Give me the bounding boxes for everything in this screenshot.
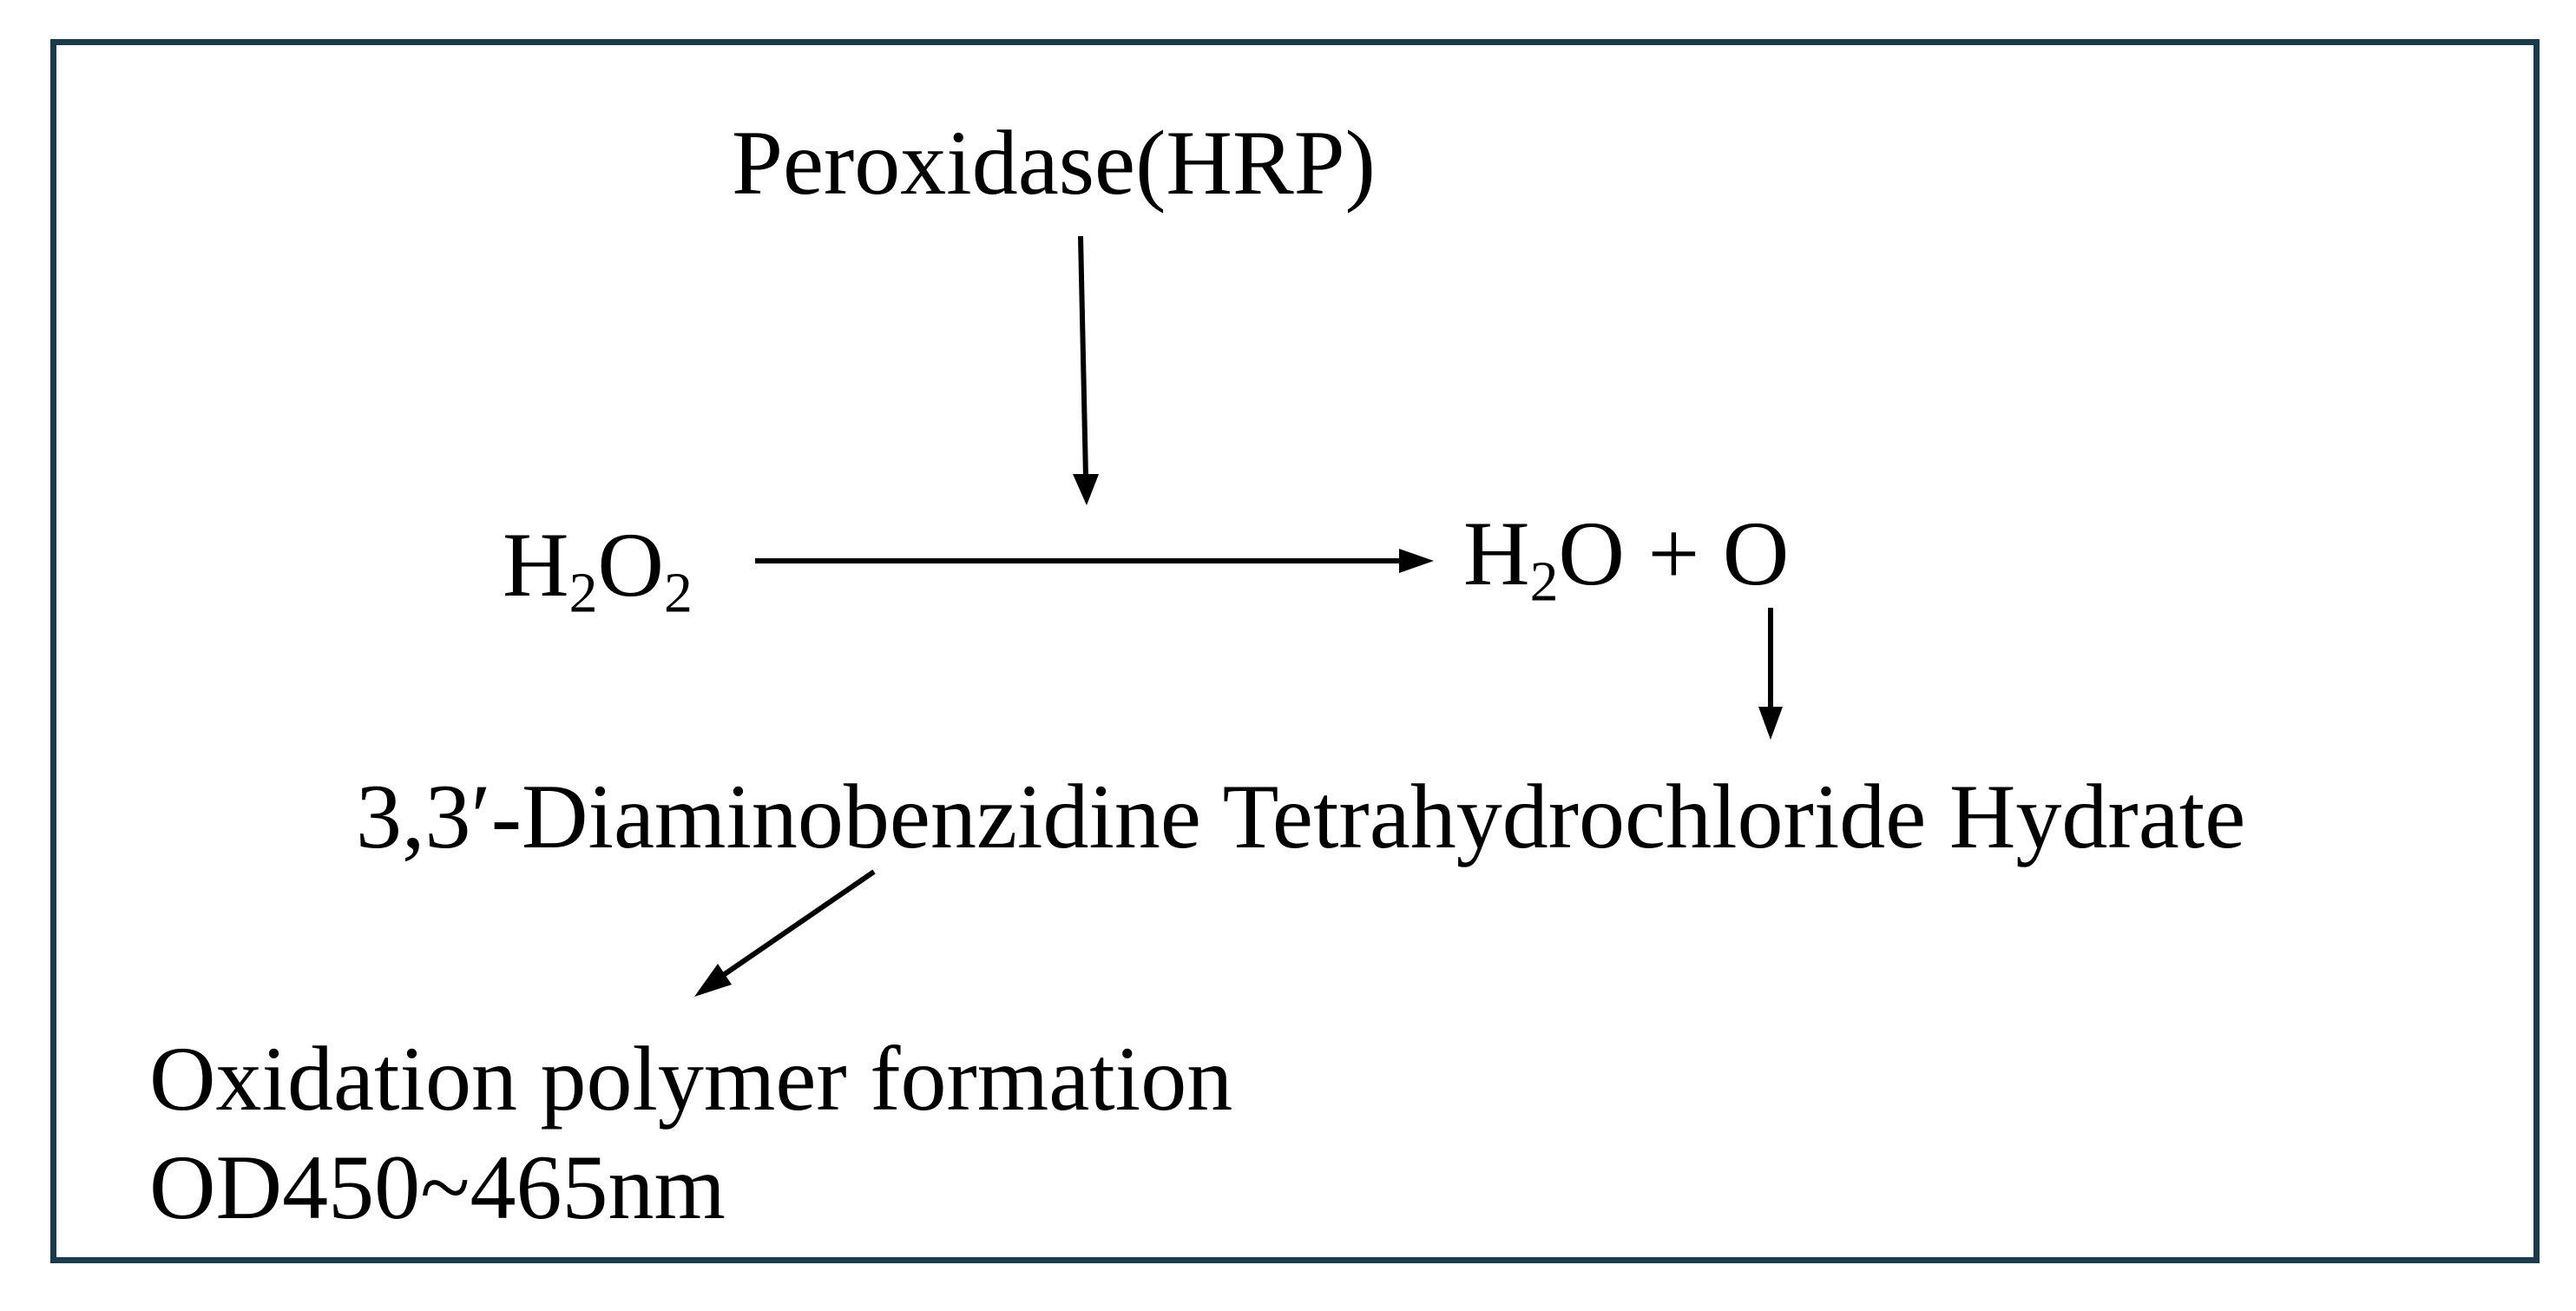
arrowhead-enzyme [1073,474,1099,505]
arrowhead-reaction [1399,549,1434,573]
chromogen-label: 3,3′-Diaminobenzidine Tetrahydrochloride… [356,766,2246,867]
substrate-o: O [597,514,664,616]
products-label: H2O + O [1463,508,1789,610]
diagram-frame [50,39,2540,1263]
arrow-chromogen-to-result [720,869,876,978]
arrow-enzyme-to-reaction [1078,235,1088,478]
substrate-h-subscript: 2 [568,561,598,625]
result-label-line2: OD450~465nm [149,1136,726,1238]
substrate-h: H [503,514,569,616]
products-h-subscript: 2 [1529,550,1559,614]
enzyme-label: Peroxidase(HRP) [732,112,1376,214]
substrate-o-subscript: 2 [663,561,693,625]
substrate-label: H2O2 [503,519,693,622]
arrowhead-chromogen [694,964,732,997]
products-h: H [1463,503,1530,604]
result-label-line1: Oxidation polymer formation [149,1028,1233,1130]
arrowhead-products [1758,707,1783,740]
products-rest: O + O [1558,503,1790,604]
